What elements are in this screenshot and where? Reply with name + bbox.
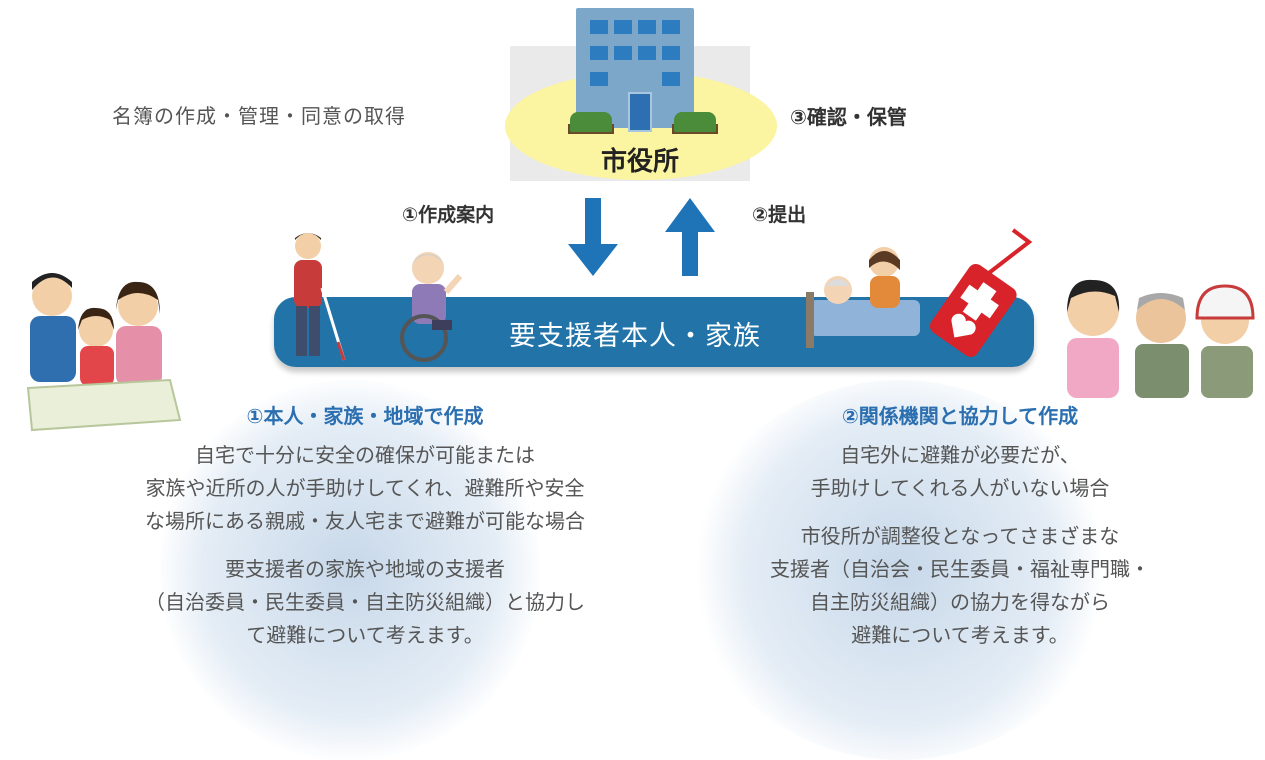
left-background-circle [160, 380, 540, 760]
shrub-right [674, 112, 716, 132]
right-column-paragraph-2: 市役所が調整役となってさまざまな 支援者（自治会・民生委員・福祉専門職・ 自主防… [770, 524, 1150, 647]
help-mark-icon [929, 228, 1033, 357]
confirm-store-caption: ③確認・保管 [790, 105, 907, 129]
right-background-circle [690, 380, 1110, 760]
left-column: ①本人・家族・地域で作成 自宅で十分に安全の確保が可能または 家族や近所の人が手… [60, 400, 670, 652]
step1-label: ①作成案内 [402, 204, 495, 226]
right-column-paragraph-1: 自宅外に避難が必要だが、 手助けしてくれる人がいない場合 [810, 443, 1110, 500]
left-column-paragraph-2: 要支援者の家族や地域の支援者 （自治委員・民生委員・自主防災組織）と協力し て避… [145, 557, 585, 647]
wheelchair-elder-illustration [400, 252, 463, 362]
arrow-up-icon [665, 198, 715, 276]
shrub-left [570, 112, 612, 132]
blind-man-illustration [294, 233, 346, 361]
band-label: 要支援者本人・家族 [509, 321, 761, 352]
left-caption: 名簿の作成・管理・同意の取得 [112, 104, 406, 128]
city-hall-label: 市役所 [600, 147, 679, 177]
community-supporters-illustration [1067, 279, 1255, 398]
left-column-paragraph-1: 自宅で十分に安全の確保が可能または 家族や近所の人が手助けしてくれ、避難所や安全… [145, 443, 585, 533]
family-map-illustration [26, 273, 182, 432]
arrow-down-icon [568, 198, 618, 276]
right-column-heading: ②関係機関と協力して作成 [841, 404, 1079, 428]
right-column: ②関係機関と協力して作成 自宅外に避難が必要だが、 手助けしてくれる人がいない場… [690, 400, 1230, 652]
left-column-heading: ①本人・家族・地域で作成 [246, 404, 484, 428]
bed-care-illustration [806, 247, 920, 348]
step2-label: ②提出 [752, 204, 807, 226]
building-door [628, 92, 652, 132]
